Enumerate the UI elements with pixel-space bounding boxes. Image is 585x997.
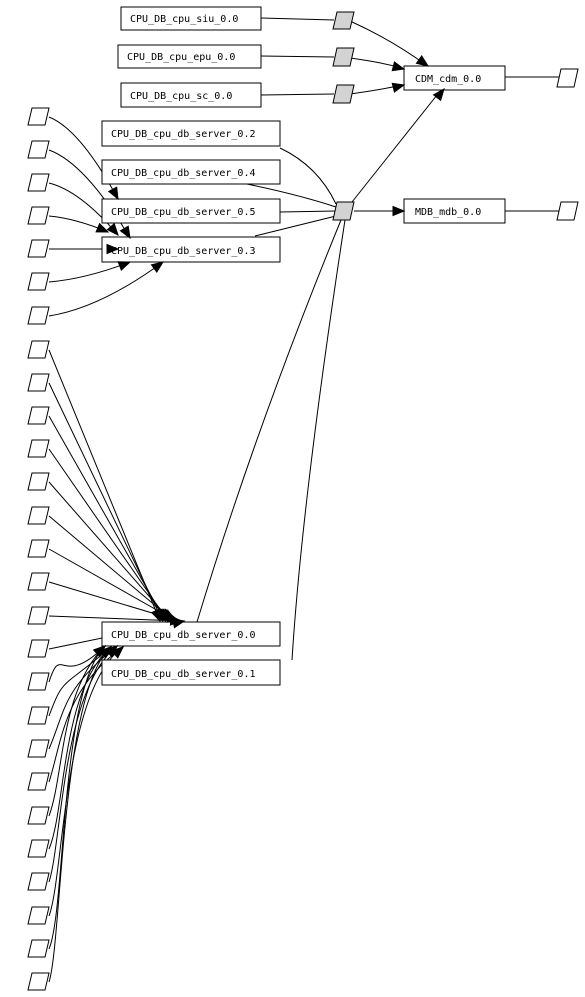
edge-port-a-1 <box>48 116 119 200</box>
input-port-b-8 <box>27 572 50 591</box>
input-port-b-6 <box>27 506 50 525</box>
output-port-mdb <box>556 201 579 221</box>
edge-port-a-7-arrowhead <box>150 261 165 274</box>
edge-port-b-12 <box>48 646 112 717</box>
node-db-server-0-label: CPU_DB_cpu_db_server_0.0 <box>111 630 256 641</box>
node-db-server-4[interactable]: CPU_DB_cpu_db_server_0.4 <box>101 159 281 185</box>
edge-port-a-6-arrowhead <box>117 261 132 272</box>
edge-port-b-19 <box>48 645 106 950</box>
input-port-b-12 <box>27 706 50 725</box>
edge-port-b-16 <box>48 646 112 850</box>
arrowhead-layer <box>92 55 445 659</box>
edge-port-a-6 <box>48 261 131 283</box>
node-db-server-4-label: CPU_DB_cpu_db_server_0.4 <box>111 168 256 179</box>
edge-server4-junction <box>246 183 337 208</box>
input-port-a-5 <box>27 239 50 258</box>
input-port-b-18 <box>27 906 50 925</box>
edge-port-b-15 <box>48 645 106 817</box>
edge-port-a-5-arrowhead <box>106 243 120 255</box>
edge-port-a-1-arrowhead <box>107 186 119 201</box>
edge-port-b-6 <box>48 515 174 622</box>
junction-db-server <box>332 201 355 221</box>
input-port-b-9 <box>27 606 50 625</box>
node-cpu-siu-label: CPU_DB_cpu_siu_0.0 <box>130 14 238 25</box>
node-db-server-0[interactable]: CPU_DB_cpu_db_server_0.0 <box>101 621 281 647</box>
edge-port-b-20-arrowhead <box>98 646 112 659</box>
edge-server3-junction <box>254 215 337 237</box>
input-port-b-10 <box>27 639 50 658</box>
edge-epu-junction <box>260 55 335 58</box>
edge-port-a-7 <box>48 261 164 317</box>
output-port-cdm <box>556 68 579 88</box>
input-port-a-6 <box>27 272 50 291</box>
junction-siu <box>332 11 355 30</box>
node-cpu-siu[interactable]: CPU_DB_cpu_siu_0.0 <box>120 6 262 31</box>
edge-server2-junction <box>279 147 337 205</box>
edge-port-b-20 <box>48 646 112 983</box>
edge-port-a-3-arrowhead <box>106 222 119 237</box>
node-mdb-label: MDB_mdb_0.0 <box>415 207 481 218</box>
input-port-a-3 <box>27 173 50 192</box>
input-port-b-11 <box>27 672 50 691</box>
input-port-b-20 <box>27 972 50 991</box>
edge-port-b-10-arrowhead <box>171 618 186 629</box>
input-port-b-2 <box>27 373 50 392</box>
input-port-b-7 <box>27 539 50 558</box>
edge-port-b-17 <box>48 645 118 883</box>
edge-junction-cdm <box>351 89 442 203</box>
edge-port-a-4-arrowhead <box>95 222 110 233</box>
edge-port-a-2-arrowhead <box>119 225 131 240</box>
junction-epu <box>332 47 355 67</box>
input-port-b-19 <box>27 939 50 958</box>
node-cpu-sc-label: CPU_DB_cpu_sc_0.0 <box>130 91 232 102</box>
edge-junction-siu-cdm-arrowhead <box>415 55 430 67</box>
input-port-a-2 <box>27 140 50 159</box>
edge-server5-junction <box>279 210 337 213</box>
node-mdb[interactable]: MDB_mdb_0.0 <box>403 198 506 224</box>
edge-junction-epu-cdm-arrowhead <box>391 61 406 72</box>
edge-server0-junction <box>196 219 342 623</box>
node-cdm[interactable]: CDM_cdm_0.0 <box>403 65 506 91</box>
input-port-b-16 <box>27 839 50 858</box>
node-db-server-5-label: CPU_DB_cpu_db_server_0.5 <box>111 207 256 218</box>
input-port-b-1 <box>27 340 50 359</box>
input-port-a-1 <box>27 107 50 126</box>
input-port-layer <box>27 107 50 991</box>
input-port-b-3 <box>27 406 50 425</box>
input-port-b-13 <box>27 739 50 758</box>
input-port-b-4 <box>27 439 50 458</box>
node-cpu-sc[interactable]: CPU_DB_cpu_sc_0.0 <box>120 82 262 108</box>
node-db-server-2[interactable]: CPU_DB_cpu_db_server_0.2 <box>101 120 281 147</box>
edge-junction-cdm-arrowhead <box>432 87 445 102</box>
edge-port-b-18-arrowhead <box>110 646 124 659</box>
input-port-b-14 <box>27 772 50 791</box>
edge-junction-siu-cdm <box>349 20 427 66</box>
node-db-server-3-label: CPU_DB_cpu_db_server_0.3 <box>111 246 256 257</box>
edge-siu-junction <box>260 17 335 21</box>
input-port-b-15 <box>27 806 50 825</box>
edge-port-b-3 <box>48 415 166 622</box>
edge-port-b-11 <box>48 645 106 683</box>
node-cpu-epu[interactable]: CPU_DB_cpu_epu_0.0 <box>117 44 262 69</box>
edge-port-b-4 <box>48 448 169 622</box>
node-cdm-label: CDM_cdm_0.0 <box>415 74 481 85</box>
input-port-b-17 <box>27 872 50 891</box>
edge-sc-junction <box>260 93 335 96</box>
node-db-server-2-label: CPU_DB_cpu_db_server_0.2 <box>111 129 256 140</box>
node-cpu-epu-label: CPU_DB_cpu_epu_0.0 <box>127 52 235 63</box>
edge-junction-sc-cdm-arrowhead <box>391 82 406 93</box>
input-port-a-4 <box>27 206 50 225</box>
node-db-server-3[interactable]: CPU_DB_cpu_db_server_0.3 <box>101 236 281 263</box>
node-db-server-1[interactable]: CPU_DB_cpu_db_server_0.1 <box>101 659 281 686</box>
edge-junction-mdb-arrowhead <box>392 205 406 217</box>
edge-port-b-5 <box>48 481 172 622</box>
input-port-a-7 <box>27 306 50 325</box>
node-db-server-1-label: CPU_DB_cpu_db_server_0.1 <box>111 669 256 680</box>
node-db-server-5[interactable]: CPU_DB_cpu_db_server_0.5 <box>101 198 281 224</box>
edge-server1-junction <box>291 219 346 661</box>
junction-sc <box>332 84 355 104</box>
input-port-b-5 <box>27 472 50 491</box>
